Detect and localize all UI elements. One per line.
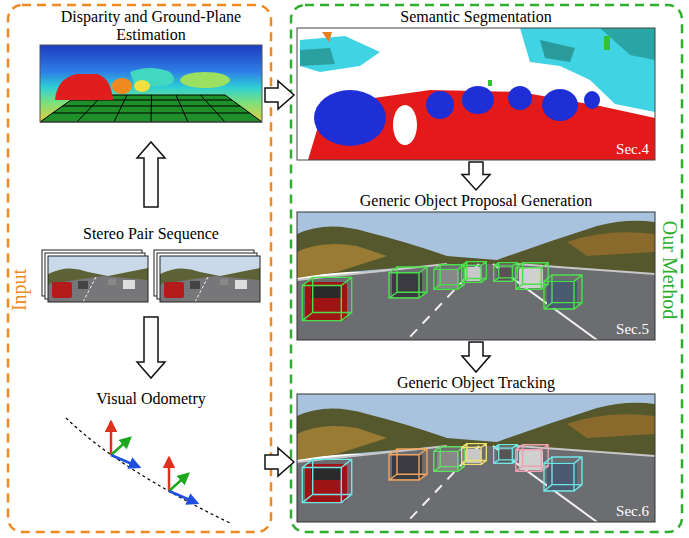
- hollow-arrow: [137, 142, 165, 207]
- method-region-outline: [291, 5, 682, 532]
- image-border: [160, 256, 260, 302]
- hollow-arrow: [265, 448, 294, 476]
- image-panel: Generic Object TrackingSec.6: [297, 374, 655, 522]
- proposal-boxes: [302, 262, 582, 321]
- vehicle-class: [508, 86, 532, 110]
- section-label: Sec.5: [616, 321, 649, 337]
- hollow-arrow: [137, 317, 165, 378]
- proposal-box: [302, 277, 351, 320]
- hollow-arrow: [265, 81, 294, 109]
- depth-patch: [134, 80, 150, 92]
- hollow-arrow: [462, 342, 490, 372]
- grid-line: [114, 95, 127, 122]
- grid-line: [151, 95, 153, 122]
- odometry-trajectory: [66, 418, 232, 524]
- unlabelled-region: [393, 105, 417, 145]
- section-label: Sec.4: [616, 141, 649, 157]
- axis-arrow: [169, 474, 188, 491]
- grid-line: [53, 113, 250, 114]
- input-region-outline: [8, 5, 271, 532]
- segmentation-background: [297, 28, 655, 160]
- image-panel: Stereo Pair Sequence: [40, 225, 262, 305]
- vegetation-class: [300, 36, 380, 72]
- proposal-box: [544, 275, 582, 309]
- class-patch: [300, 48, 335, 66]
- image-panel: Generic Object Proposal GenerationSec.5: [297, 192, 655, 340]
- class-patch: [540, 40, 575, 62]
- track-box: [389, 449, 427, 480]
- panel-heading: Stereo Pair Sequence: [40, 225, 262, 243]
- panel-heading: Disparity and Ground-Plane Estimation: [40, 8, 262, 44]
- class-patch: [488, 80, 492, 86]
- image-panel: Disparity and Ground-Plane Estimation: [40, 8, 262, 122]
- image-border: [297, 394, 655, 522]
- hollow-arrow: [462, 162, 490, 190]
- disparity-image: [40, 45, 262, 122]
- right-frame: [160, 256, 260, 302]
- region-box: Our Method Semantic SegmentationSec.4Gene…: [290, 5, 683, 533]
- proposal-box: [462, 262, 487, 283]
- vehicle-class: [314, 90, 386, 146]
- track-box: [544, 457, 582, 491]
- disparity-map: [40, 45, 262, 122]
- vehicle-class: [584, 91, 600, 109]
- region-label: Our Method: [659, 221, 681, 319]
- panel-heading: Generic Object Proposal Generation: [297, 192, 655, 210]
- proposal-box: [389, 267, 427, 298]
- region-label: Input: [8, 269, 30, 311]
- panel-heading: Visual Odometry: [40, 390, 262, 408]
- near-car-depth: [55, 74, 113, 100]
- vehicle-class: [426, 91, 454, 119]
- track-box: [302, 459, 351, 502]
- image-border: [48, 256, 148, 302]
- road-photo: [297, 212, 655, 340]
- axis-arrow: [111, 455, 139, 467]
- depth-patch: [112, 78, 132, 94]
- section-label: Sec.6: [616, 503, 649, 519]
- image-border: [297, 212, 655, 340]
- axis-arrow: [168, 458, 171, 491]
- vehicle-class: [542, 89, 578, 121]
- panel-heading: Generic Object Tracking: [297, 374, 655, 392]
- tracking-image: [297, 394, 655, 522]
- grid-line: [201, 95, 226, 122]
- depth-patch: [180, 72, 230, 88]
- track-box: [462, 444, 487, 465]
- image-panel: Visual Odometry: [40, 390, 262, 525]
- axis-arrow: [111, 438, 130, 455]
- region-box: Input Disparity and Ground-Plane Estimati…: [7, 5, 272, 533]
- road-photo: [297, 394, 655, 522]
- axis-arrow: [169, 491, 197, 503]
- track-box: [434, 447, 464, 471]
- segmentation-image: [297, 28, 655, 160]
- axis-arrow: [110, 422, 113, 455]
- track-box: [494, 445, 518, 464]
- panel-heading: Semantic Segmentation: [297, 8, 655, 26]
- proposal-box: [494, 263, 518, 282]
- class-patch: [322, 32, 332, 42]
- proposal-box: [434, 265, 464, 289]
- proposal-image: [297, 212, 655, 340]
- stereo-pair-images: [42, 250, 260, 302]
- left-frame: [48, 256, 148, 302]
- image-border: [40, 45, 262, 122]
- grid-line: [176, 95, 188, 122]
- class-patch: [600, 28, 655, 60]
- grid-line: [63, 106, 241, 107]
- vehicle-class: [462, 86, 494, 114]
- image-border: [297, 28, 655, 160]
- image-panel: Semantic SegmentationSec.4: [297, 8, 655, 160]
- class-patch: [604, 36, 610, 50]
- trajectory: [66, 418, 232, 524]
